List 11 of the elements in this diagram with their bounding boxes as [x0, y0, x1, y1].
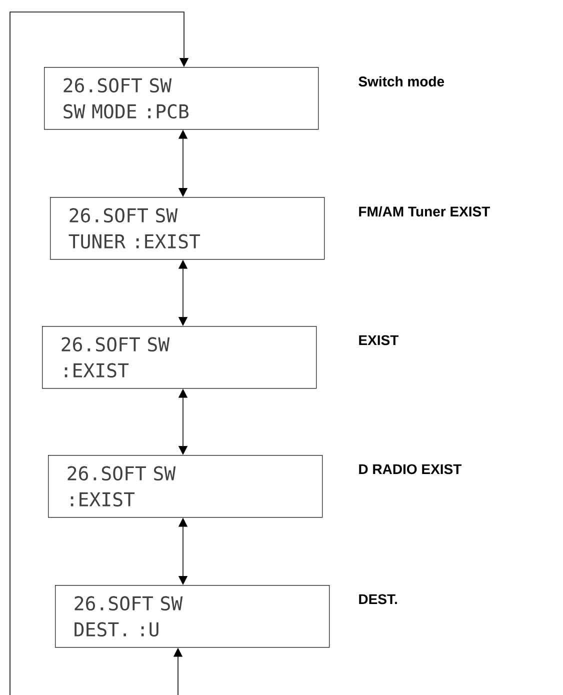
- description-text: EXIST: [359, 335, 399, 346]
- description-text: D RADIO EXIST: [359, 464, 462, 474]
- lcd-display-box: 26.SOFT SW DEST. :U: [55, 585, 330, 648]
- lcd-display-box: 26.SOFT SW :EXIST: [48, 455, 323, 518]
- lcd-display-box: 26.SOFT SW TUNER :EXIST: [50, 197, 325, 260]
- lcd-display-box: 26.SOFT SW :EXIST: [42, 326, 317, 389]
- description-text: Switch mode: [358, 76, 444, 86]
- lcd-display-box: 26.SOFT SW SW MODE :PCB: [44, 67, 319, 130]
- arrow: [10, 12, 189, 695]
- description-text: FM/AM Tuner EXIST: [359, 206, 490, 217]
- description-text: DEST.: [359, 594, 397, 604]
